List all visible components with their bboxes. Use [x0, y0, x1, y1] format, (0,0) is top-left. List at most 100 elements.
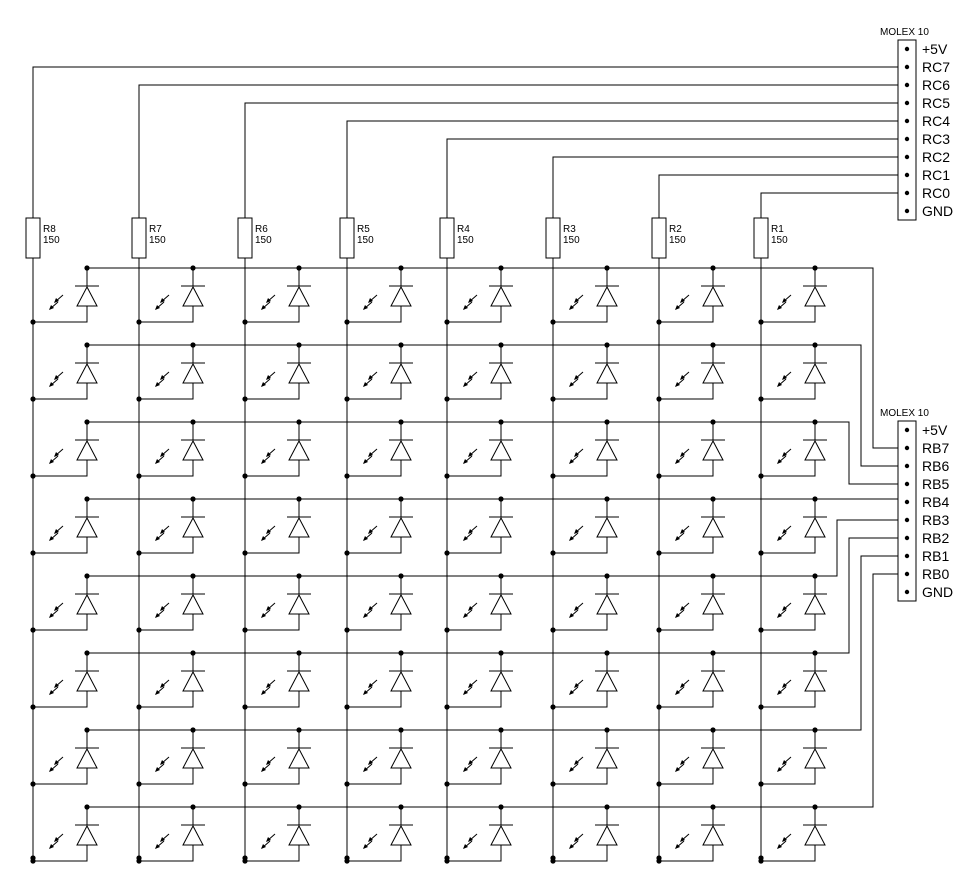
led-arrow-head	[675, 613, 680, 618]
led-cathode-dot	[758, 627, 764, 633]
led-lead	[33, 383, 88, 400]
led-anode-dot	[710, 496, 716, 502]
resistor-body	[439, 217, 455, 259]
led-arrow-head	[675, 536, 680, 541]
connector-pin-dot	[904, 535, 910, 541]
led-lead	[139, 383, 194, 400]
resistor-body	[25, 217, 41, 259]
led-triangle	[390, 824, 412, 846]
led-arrow-head	[777, 536, 782, 541]
connector-pin-dot	[904, 100, 910, 106]
led-cathode-dot	[136, 319, 142, 325]
led-lead	[347, 691, 402, 708]
connector-body	[897, 39, 917, 221]
led-arrow-head	[266, 683, 271, 688]
led-arrow-head	[680, 529, 685, 534]
led	[245, 422, 311, 477]
led-anode-dot	[190, 804, 196, 810]
led-arrow-head	[368, 298, 373, 303]
led-arrow-head	[363, 767, 368, 772]
led-anode-dot	[398, 419, 404, 425]
column-feed-wire	[760, 192, 907, 218]
led-lead	[659, 306, 714, 323]
junction-layer	[30, 265, 818, 864]
led	[447, 807, 513, 862]
led	[347, 653, 413, 708]
led-anode-dot	[296, 265, 302, 271]
led-lead	[553, 614, 608, 631]
led-anode-dot	[710, 804, 716, 810]
resistor-body	[131, 217, 147, 259]
led	[553, 268, 619, 323]
led	[245, 345, 311, 400]
led-arrow-head	[54, 298, 59, 303]
led-cathode-dot	[550, 781, 556, 787]
led-cathode-dot	[656, 858, 662, 864]
led-arrow-head	[155, 844, 160, 849]
led	[447, 653, 513, 708]
led-anode-dot	[498, 496, 504, 502]
led-triangle	[288, 439, 310, 461]
led-anode-dot	[190, 650, 196, 656]
led-triangle	[490, 747, 512, 769]
led-lead	[347, 537, 402, 554]
led-anode-dot	[190, 265, 196, 271]
led-anode-dot	[604, 496, 610, 502]
resistor-value: 150	[43, 235, 60, 246]
led-triangle	[390, 362, 412, 384]
led	[245, 268, 311, 323]
led-anode-dot	[84, 650, 90, 656]
led-cathode-dot	[444, 627, 450, 633]
connector-pin-label: RB2	[922, 530, 949, 546]
led-arrow-head	[463, 536, 468, 541]
resistor-body	[339, 217, 355, 259]
led-lead	[553, 691, 608, 708]
led-lead	[761, 845, 816, 862]
led-arrow-head	[569, 690, 574, 695]
led-lead	[347, 383, 402, 400]
led-lead	[553, 306, 608, 323]
connector-pin-dot	[904, 172, 910, 178]
led-arrow-head	[463, 382, 468, 387]
row-bus-wire	[87, 267, 907, 449]
led-triangle	[288, 593, 310, 615]
led	[553, 807, 619, 862]
led-lead	[245, 460, 300, 477]
led-anode-dot	[604, 265, 610, 271]
led-cathode-dot	[444, 704, 450, 710]
connector-pin-label: RB5	[922, 476, 949, 492]
led-lead	[553, 460, 608, 477]
led-cathode-dot	[656, 781, 662, 787]
led	[659, 345, 725, 400]
led-cathode-dot	[550, 473, 556, 479]
led-triangle	[490, 516, 512, 538]
led-cathode-dot	[550, 858, 556, 864]
column-feed-wire	[658, 174, 907, 218]
led-arrow-head	[155, 613, 160, 618]
led-arrow-head	[49, 613, 54, 618]
resistor-value: 150	[457, 235, 474, 246]
resistor-ref: R8	[43, 224, 56, 235]
led-lead	[761, 383, 816, 400]
led-lead	[659, 460, 714, 477]
led-arrow-head	[675, 459, 680, 464]
led-cathode-dot	[758, 550, 764, 556]
led-arrow-head	[468, 452, 473, 457]
led	[245, 807, 311, 862]
resistor-ref: R7	[149, 224, 162, 235]
led-anode-dot	[710, 342, 716, 348]
led-anode-dot	[190, 419, 196, 425]
led-arrow-head	[155, 536, 160, 541]
led-triangle	[490, 824, 512, 846]
led-arrow-head	[160, 452, 165, 457]
led-anode-dot	[398, 650, 404, 656]
resistor-value: 150	[563, 235, 580, 246]
led-arrow-head	[675, 305, 680, 310]
led-anode-dot	[296, 727, 302, 733]
led-arrow-head	[463, 459, 468, 464]
led-triangle	[702, 362, 724, 384]
led-triangle	[182, 747, 204, 769]
led	[139, 730, 205, 785]
